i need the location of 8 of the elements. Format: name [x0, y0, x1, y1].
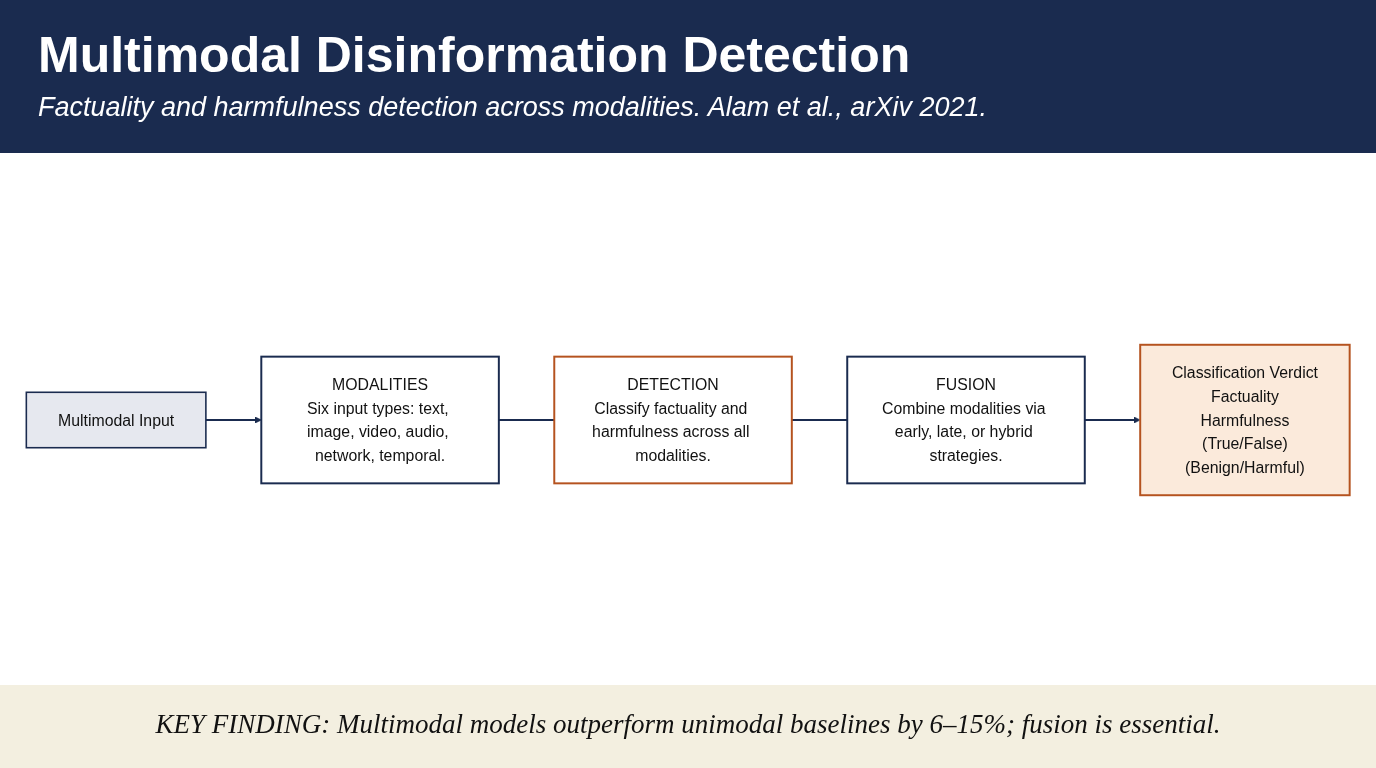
node-box: DETECTION Classify factuality and harmfulness across all modalities. — [553, 355, 793, 485]
node-box: Multimodal Input — [25, 391, 207, 449]
caption: KEY FINDING: Multimodal models outperform unimodal baselines by 6–15%; fusion is essential. — [154, 709, 1222, 740]
subtitle: Factuality and harmfulness detection across modalities. Alam et al., arXiv 2021. — [38, 92, 987, 123]
node-box: FUSION Combine modalities via early, late, or hybrid strategies. — [846, 355, 1086, 485]
node-box: MODALITIES Six input types: text, image, video, audio, network, temporal. — [260, 355, 500, 485]
node-box: Classification Verdict Factuality Harmfulness (True/False) (Benign/Harmful) — [1139, 343, 1351, 497]
title: Multimodal Disinformation Detection — [38, 26, 911, 84]
